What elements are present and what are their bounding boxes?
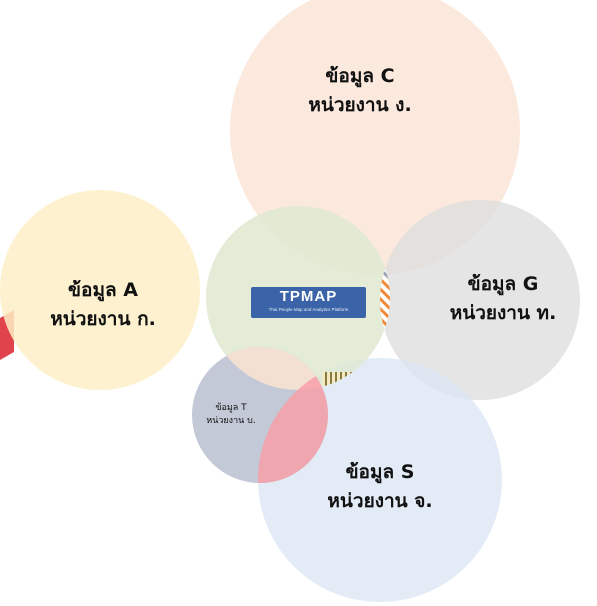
set-g-data-name: ข้อมูล G bbox=[467, 273, 539, 295]
set-c-data-name: ข้อมูล C bbox=[325, 65, 395, 87]
tpmap-logo: TPMAP Thai People Map and Analytics Plat… bbox=[251, 287, 366, 318]
overlap-t-s bbox=[258, 358, 328, 483]
set-s-agency: หน่วยงาน จ. bbox=[327, 490, 433, 513]
set-c-agency: หน่วยงาน ง. bbox=[308, 94, 412, 117]
logo-subtitle: Thai People Map and Analytics Platform bbox=[268, 307, 349, 312]
set-t-label: ข้อมูล T หน่วยงาน บ. bbox=[196, 402, 266, 428]
set-a-data-name: ข้อมูล A bbox=[68, 279, 138, 301]
set-g-circle bbox=[380, 200, 580, 400]
set-a-circle bbox=[0, 190, 200, 390]
set-a-agency: หน่วยงาน ก. bbox=[50, 308, 156, 331]
set-s-data-name: ข้อมูล S bbox=[345, 461, 415, 483]
set-t-data-name: ข้อมูล T bbox=[215, 403, 247, 413]
set-a-label: ข้อมูล A หน่วยงาน ก. bbox=[18, 276, 188, 335]
logo-title: TPMAP bbox=[279, 288, 338, 305]
set-c-label: ข้อมูล C หน่วยงาน ง. bbox=[280, 62, 440, 121]
set-t-agency: หน่วยงาน บ. bbox=[206, 416, 256, 427]
set-g-agency: หน่วยงาน ท. bbox=[449, 302, 557, 325]
set-g-label: ข้อมูล G หน่วยงาน ท. bbox=[418, 270, 588, 329]
set-s-label: ข้อมูล S หน่วยงาน จ. bbox=[300, 458, 460, 517]
